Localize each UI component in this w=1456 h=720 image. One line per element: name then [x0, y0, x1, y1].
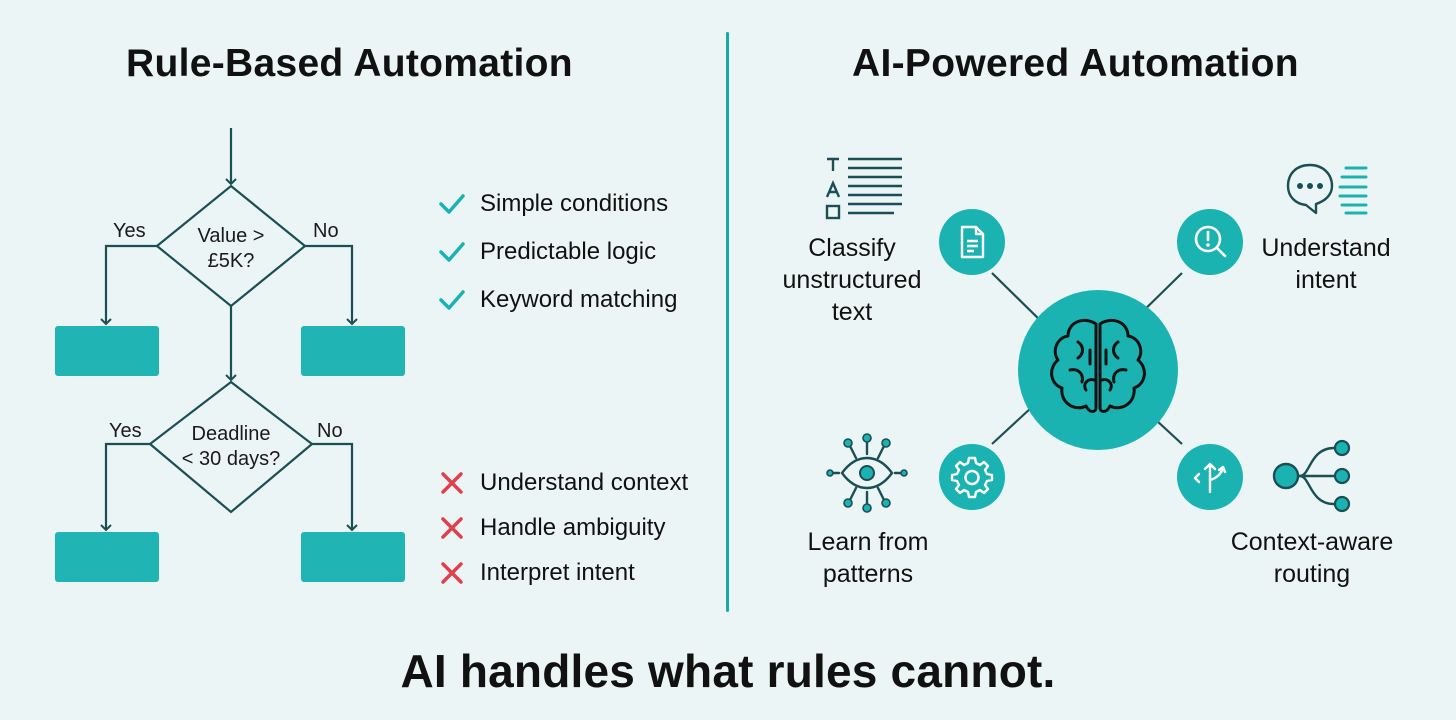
routing-line1: Context-aware	[1230, 528, 1394, 556]
intent-line1: Understand	[1261, 234, 1391, 262]
decision1-text: Value > £5K?	[171, 224, 291, 274]
decision2-line1: Deadline	[191, 423, 271, 445]
decision2-line2: < 30 days?	[181, 448, 281, 470]
outcome-box-yes-1	[55, 326, 159, 376]
limitation-item: Interpret intent	[438, 559, 635, 587]
chat-bubble-icon	[1286, 163, 1368, 215]
strength-label: Simple conditions	[480, 190, 669, 217]
text-list-icon	[825, 157, 902, 220]
learn-line2: patterns	[822, 560, 914, 588]
cross-icon	[441, 472, 463, 494]
decision-diamond-2	[148, 380, 314, 514]
classify-line3: text	[831, 298, 873, 326]
strength-label: Keyword matching	[480, 286, 678, 313]
ai-powered-title: AI-Powered Automation	[852, 42, 1299, 85]
check-icon	[439, 242, 465, 262]
strength-item: Simple conditions	[438, 190, 668, 218]
check-icon	[439, 194, 465, 214]
routing-network-icon	[1272, 439, 1351, 513]
ai-hub	[1018, 290, 1178, 450]
intent-line2: intent	[1295, 266, 1357, 294]
intent-label: Understand intent	[1244, 232, 1408, 296]
decision2-yes-label: Yes	[109, 420, 142, 442]
learn-node	[939, 444, 1005, 510]
cross-icon	[441, 562, 463, 584]
outcome-box-no-1	[301, 326, 405, 376]
decision1-no-label: No	[313, 220, 339, 242]
panel-divider	[726, 32, 729, 612]
strength-item: Keyword matching	[438, 286, 677, 314]
routing-node	[1177, 444, 1243, 510]
eye-network-icon	[826, 433, 908, 513]
flowchart-connectors	[100, 128, 358, 532]
classify-label: Classify unstructured text	[762, 232, 942, 328]
brain-icon	[1050, 319, 1146, 413]
decision2-text: Deadline < 30 days?	[161, 422, 301, 472]
classify-line2: unstructured	[782, 266, 922, 294]
routing-label: Context-aware routing	[1212, 526, 1412, 590]
intent-node	[1177, 209, 1243, 275]
learn-label: Learn from patterns	[788, 526, 948, 590]
tagline: AI handles what rules cannot.	[400, 645, 1056, 697]
outcome-box-no-2	[301, 532, 405, 582]
gear-icon	[950, 456, 994, 499]
limitation-item: Handle ambiguity	[438, 514, 665, 542]
rule-based-title: Rule-Based Automation	[126, 42, 573, 85]
decision2-no-label: No	[317, 420, 343, 442]
strength-label: Predictable logic	[480, 238, 657, 265]
limitation-label: Understand context	[480, 469, 689, 496]
split-arrow-icon	[1193, 462, 1227, 494]
classify-line1: Classify	[808, 234, 896, 262]
decision1-line1: Value >	[197, 225, 265, 247]
document-icon	[960, 225, 985, 259]
limitation-item: Understand context	[438, 469, 688, 497]
limitation-label: Interpret intent	[480, 559, 635, 586]
strength-item: Predictable logic	[438, 238, 656, 266]
classify-node	[939, 209, 1005, 275]
routing-line2: routing	[1273, 560, 1351, 588]
limitation-label: Handle ambiguity	[480, 514, 666, 541]
check-icon	[439, 290, 465, 310]
decision1-yes-label: Yes	[113, 220, 146, 242]
search-alert-icon	[1194, 225, 1227, 258]
outcome-box-yes-2	[55, 532, 159, 582]
cross-icon	[441, 517, 463, 539]
learn-line1: Learn from	[807, 528, 929, 556]
decision1-line2: £5K?	[207, 250, 255, 272]
